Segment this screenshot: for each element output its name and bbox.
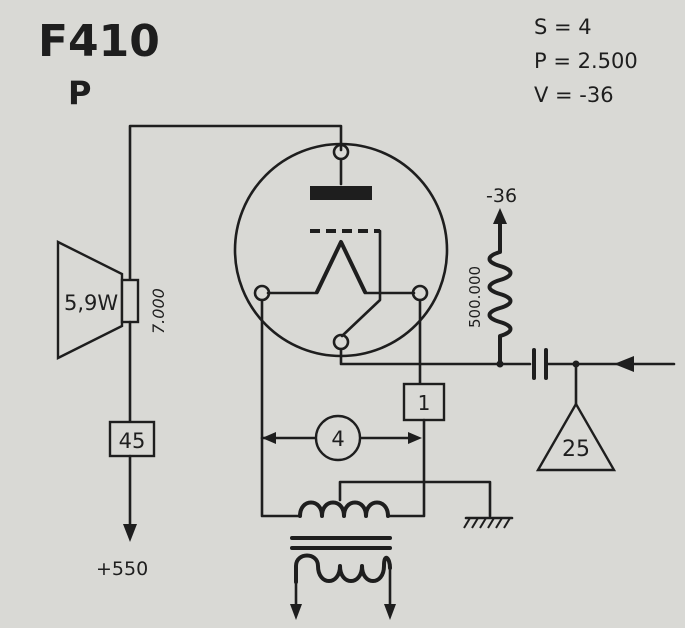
tube-code: F410 <box>38 16 160 67</box>
ground-hatch <box>463 517 511 529</box>
heater-arrow-right <box>408 432 422 444</box>
filament-wire-left <box>260 298 302 518</box>
grid-bias-label: -36 <box>486 185 517 207</box>
speaker-transformer <box>120 278 140 324</box>
filament-ref-label: 1 <box>418 391 431 415</box>
heater-ref-circle <box>314 414 362 462</box>
tube-class: P <box>68 74 91 112</box>
secondary-arrow-left <box>290 604 302 620</box>
loudspeaker-cone <box>56 240 124 360</box>
input-triangle <box>535 401 617 472</box>
param-s: S = 4 <box>534 15 592 39</box>
grid-resistor <box>487 220 513 366</box>
plate-ref-box <box>108 420 156 458</box>
tube-plate <box>310 186 372 200</box>
heater-ref-label: 4 <box>331 427 344 451</box>
grid-resistor-label: 500.000 <box>466 266 484 328</box>
plate-ref-label: 45 <box>119 429 146 453</box>
speaker-power-label: 5,9W <box>64 291 118 315</box>
grid-lead <box>340 229 382 338</box>
plate-supply-label: +550 <box>96 558 148 580</box>
input-triangle-label: 25 <box>562 437 590 462</box>
bias-arrow <box>493 208 507 224</box>
supply-arrow <box>123 524 137 542</box>
param-p: P = 2.500 <box>534 49 638 73</box>
param-v: V = -36 <box>534 83 614 107</box>
center-tap-wire <box>338 480 492 518</box>
filament-wire-right-bottom <box>386 418 426 518</box>
heater-arrow-left <box>262 432 276 444</box>
grid-pin <box>332 333 350 351</box>
output-impedance-label: 7.000 <box>149 288 168 334</box>
filament <box>315 240 367 294</box>
grid-input-wire <box>339 347 532 366</box>
plate-lead-wire <box>128 124 343 282</box>
secondary-arrow-right <box>384 604 396 620</box>
transformer-primary <box>298 500 390 518</box>
filament-ref-box <box>402 382 446 422</box>
signal-input-arrow <box>614 356 634 372</box>
transformer-secondary <box>294 553 392 584</box>
